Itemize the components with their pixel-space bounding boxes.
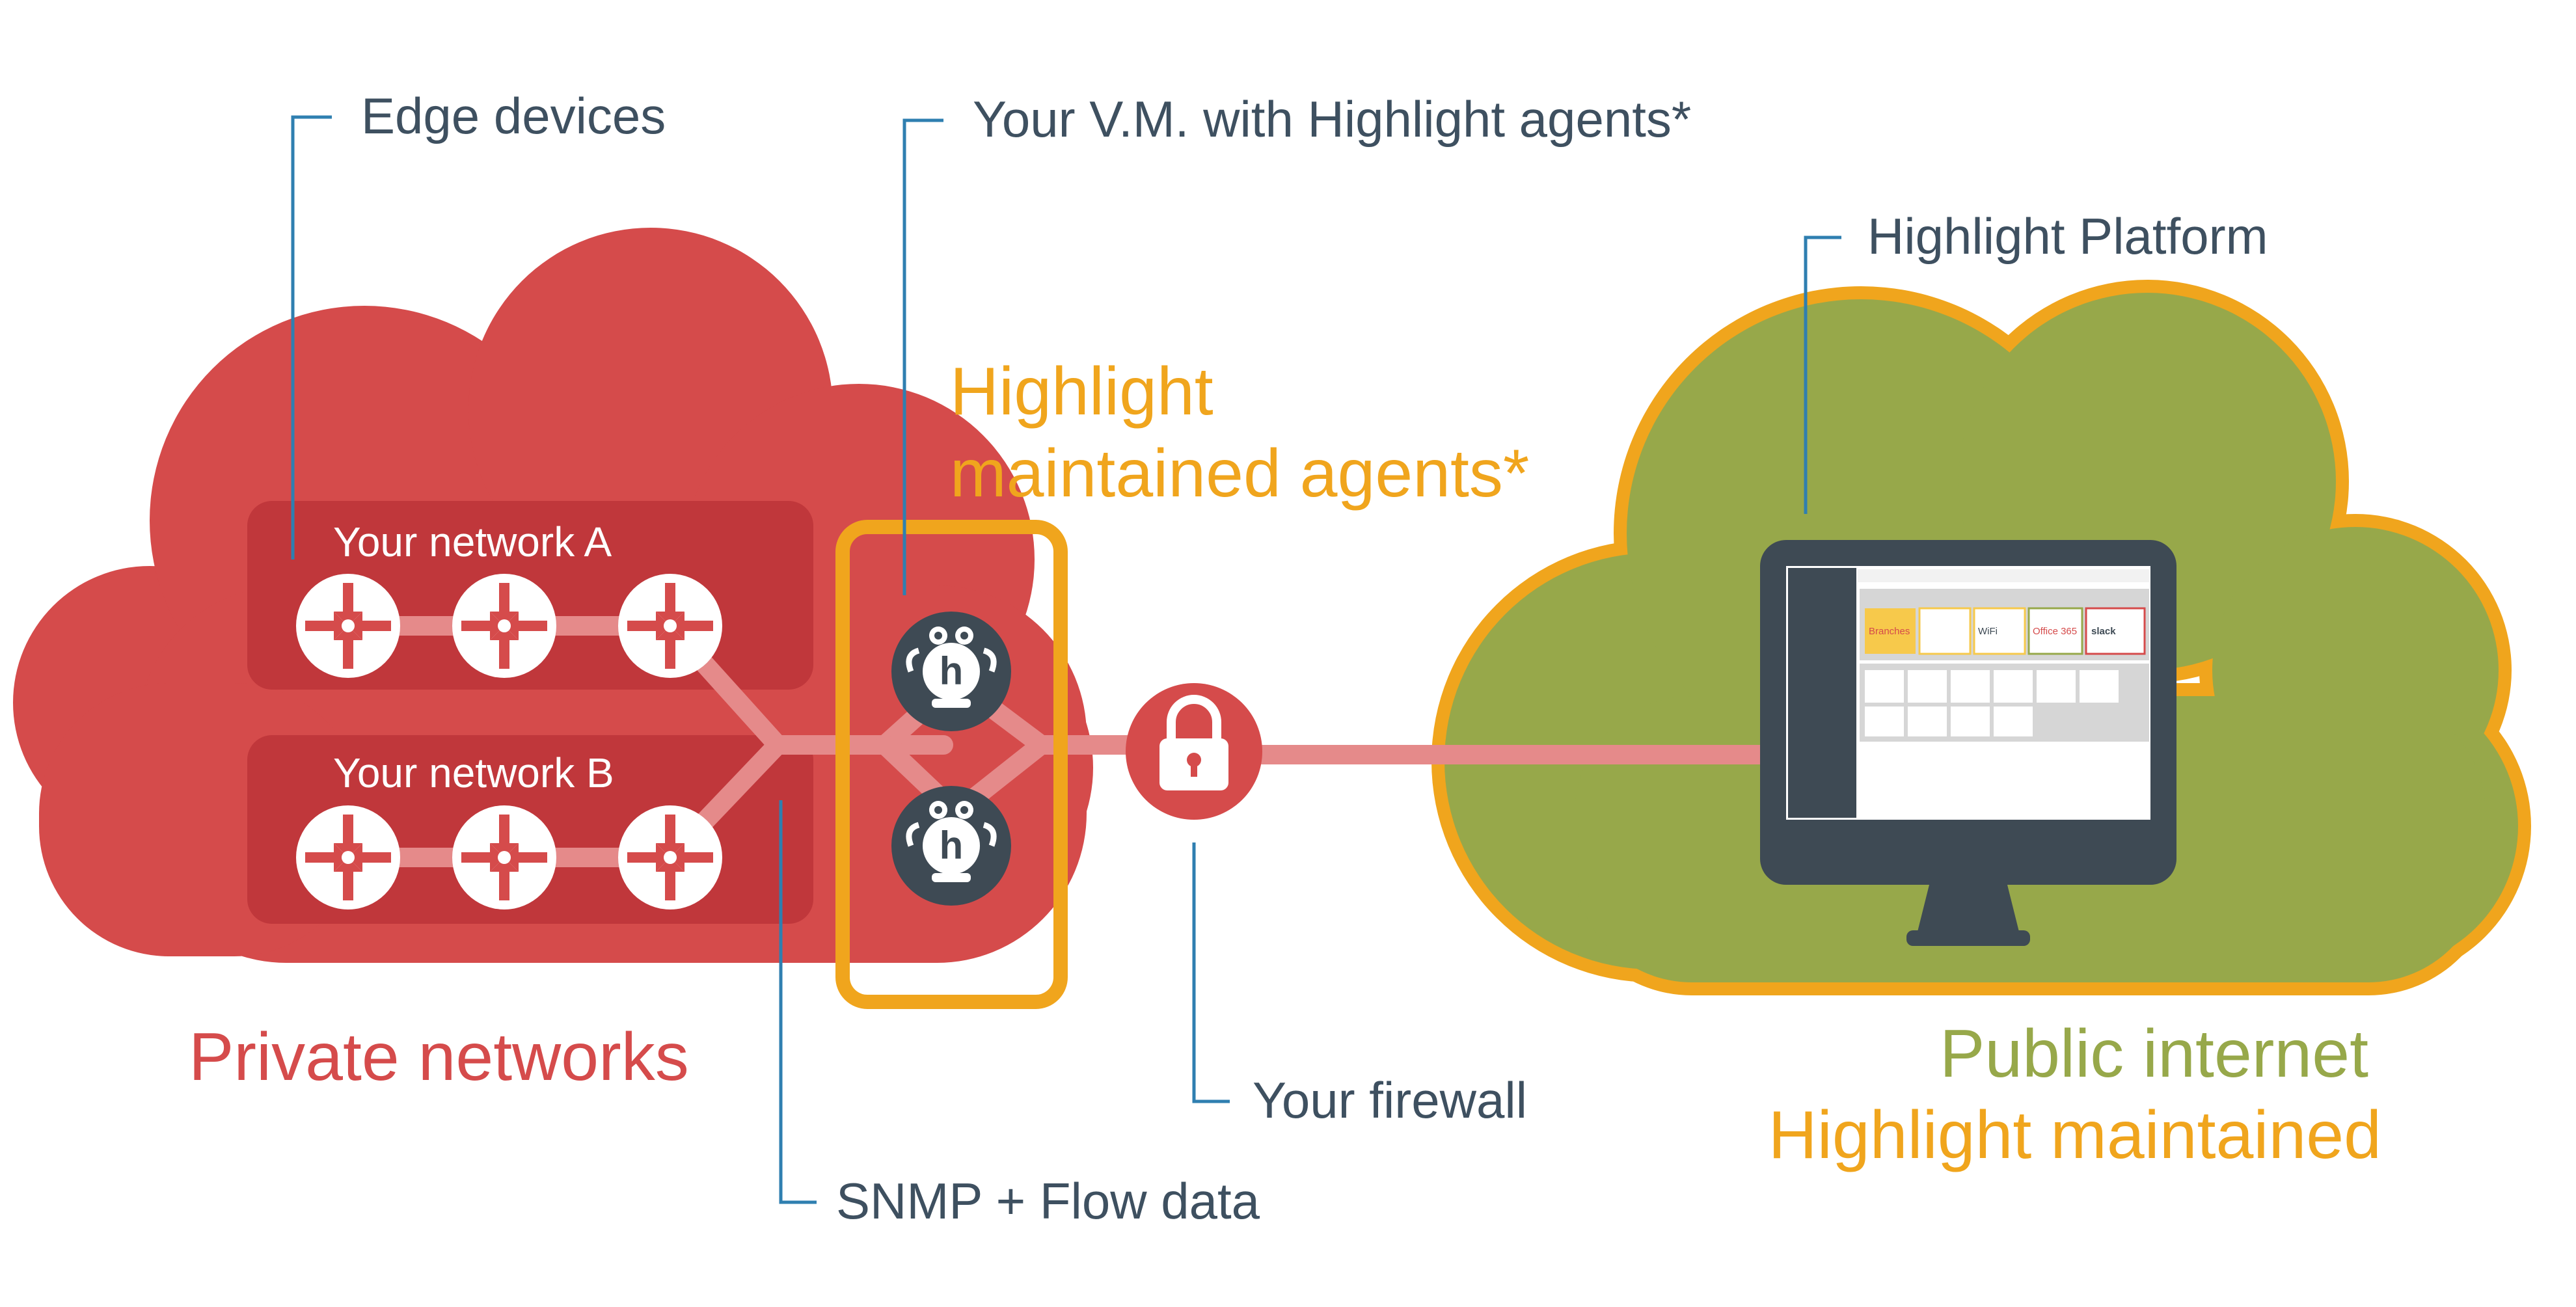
public-internet-label: Public internet <box>1940 1016 2368 1092</box>
network-b-routers <box>296 805 722 910</box>
router-icon <box>452 805 556 910</box>
monitor-icon: Branches WiFi Office 365 slack <box>1760 540 2176 946</box>
tile-branches: Branches <box>1869 626 1910 637</box>
network-a-routers <box>296 574 722 678</box>
private-networks-label: Private networks <box>189 1019 689 1095</box>
lock-icon <box>1159 695 1228 790</box>
callout-firewall: Your firewall <box>1253 1071 1527 1129</box>
callout-snmp-flow: SNMP + Flow data <box>836 1172 1260 1230</box>
callout-edge-devices: Edge devices <box>361 87 666 144</box>
tile-office365: Office 365 <box>2033 626 2077 637</box>
network-b-label: Your network B <box>333 749 614 796</box>
highlight-maintained-label: Highlight maintained <box>1769 1098 2381 1173</box>
router-icon <box>618 805 722 910</box>
agents-label-line2: maintained agents* <box>950 436 1529 511</box>
tile-slack: slack <box>2091 626 2116 637</box>
callout-highlight-platform: Highlight Platform <box>1867 208 2268 265</box>
router-icon <box>618 574 722 678</box>
highlight-agent-icon <box>891 786 1011 906</box>
network-a-label: Your network A <box>333 519 612 565</box>
leader-lines <box>291 115 1841 1204</box>
highlight-agent-icon <box>891 612 1011 731</box>
router-icon <box>452 574 556 678</box>
agents-label-line1: Highlight <box>950 354 1213 429</box>
tile-wifi: WiFi <box>1978 626 1998 637</box>
firewall <box>1126 683 1262 820</box>
callout-vm-agents: Your V.M. with Highlight agents* <box>973 90 1691 148</box>
router-icon <box>296 574 400 678</box>
agents-box <box>835 520 1068 1009</box>
router-icon <box>296 805 400 910</box>
